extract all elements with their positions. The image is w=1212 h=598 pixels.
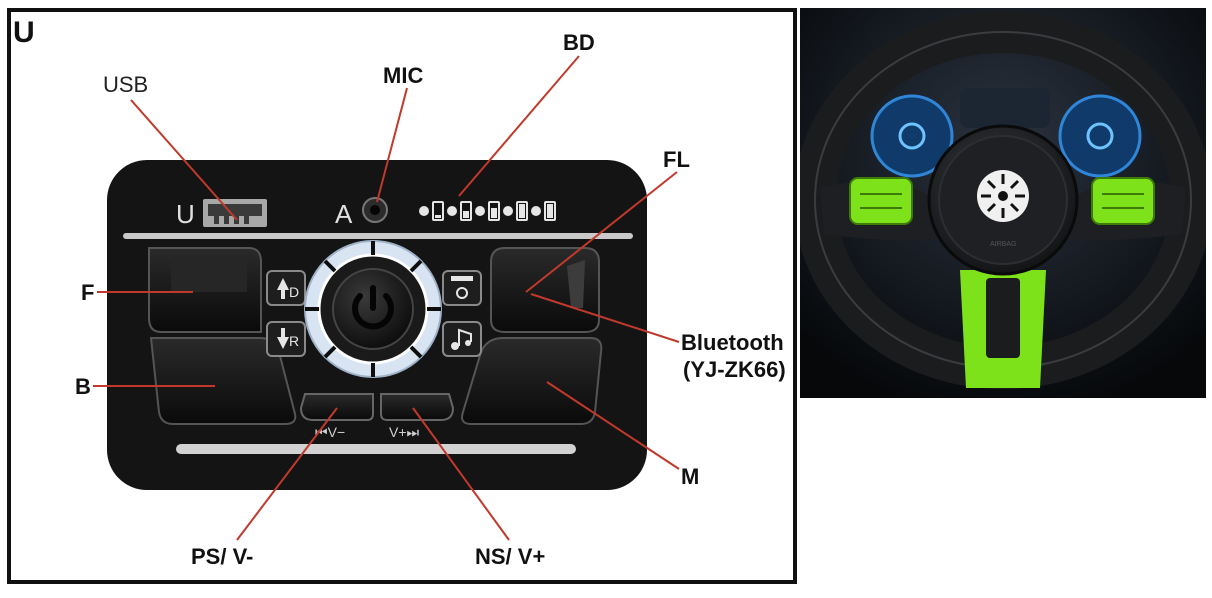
horn-speaker-icon[interactable] bbox=[977, 170, 1029, 222]
up-d-label: D bbox=[289, 284, 299, 300]
callout-lines bbox=[93, 55, 680, 541]
ring-segments bbox=[305, 241, 441, 377]
diagram-svg: U U A bbox=[13, 16, 786, 569]
down-r-label: R bbox=[289, 333, 299, 349]
callout-bluetooth-model: (YJ-ZK66) bbox=[683, 357, 786, 382]
power-icon bbox=[352, 293, 394, 330]
hub-airbag-label: AIRBAG bbox=[990, 241, 1016, 248]
callout-usb: USB bbox=[103, 72, 148, 97]
light-button[interactable] bbox=[442, 270, 482, 306]
bottom-light-strip bbox=[176, 444, 576, 454]
callout-f: F bbox=[81, 280, 94, 305]
callout-m: M bbox=[681, 464, 699, 489]
fast-low-button[interactable] bbox=[490, 247, 600, 333]
right-green-buttons[interactable] bbox=[1091, 177, 1155, 225]
mic-letter: A bbox=[335, 199, 353, 229]
control-panel-diagram: U U A bbox=[7, 8, 797, 584]
top-divider-strip bbox=[123, 233, 633, 239]
callout-ns-vol-up: NS/ V+ bbox=[475, 544, 545, 569]
battery-display bbox=[419, 201, 556, 221]
music-mode-button[interactable] bbox=[442, 321, 482, 357]
steering-wheel-photo: AIRBAG bbox=[800, 8, 1206, 398]
callout-bd: BD bbox=[563, 30, 595, 55]
usb-letter: U bbox=[176, 199, 195, 229]
next-vol-up-button[interactable] bbox=[380, 393, 455, 421]
power-button[interactable] bbox=[332, 268, 414, 350]
mode-button[interactable] bbox=[461, 337, 603, 425]
dashboard-gauges bbox=[870, 88, 1142, 178]
callout-b: B bbox=[75, 374, 91, 399]
down-r-button[interactable]: R bbox=[266, 321, 306, 357]
panel-label: U bbox=[13, 16, 35, 49]
mic-jack[interactable] bbox=[362, 197, 388, 223]
usb-port[interactable] bbox=[203, 199, 267, 227]
callout-mic: MIC bbox=[383, 63, 423, 88]
forward-button[interactable] bbox=[148, 247, 262, 333]
next-vol-up-label: V+⏭ bbox=[389, 424, 420, 440]
left-green-buttons[interactable] bbox=[849, 177, 913, 225]
callout-bluetooth: Bluetooth bbox=[681, 330, 784, 355]
callout-ps-vol-down: PS/ V- bbox=[191, 544, 253, 569]
callout-fl: FL bbox=[663, 147, 690, 172]
prev-vol-down-button[interactable] bbox=[299, 393, 374, 421]
steering-wheel-svg: AIRBAG bbox=[800, 8, 1206, 398]
up-d-button[interactable]: D bbox=[266, 270, 306, 306]
